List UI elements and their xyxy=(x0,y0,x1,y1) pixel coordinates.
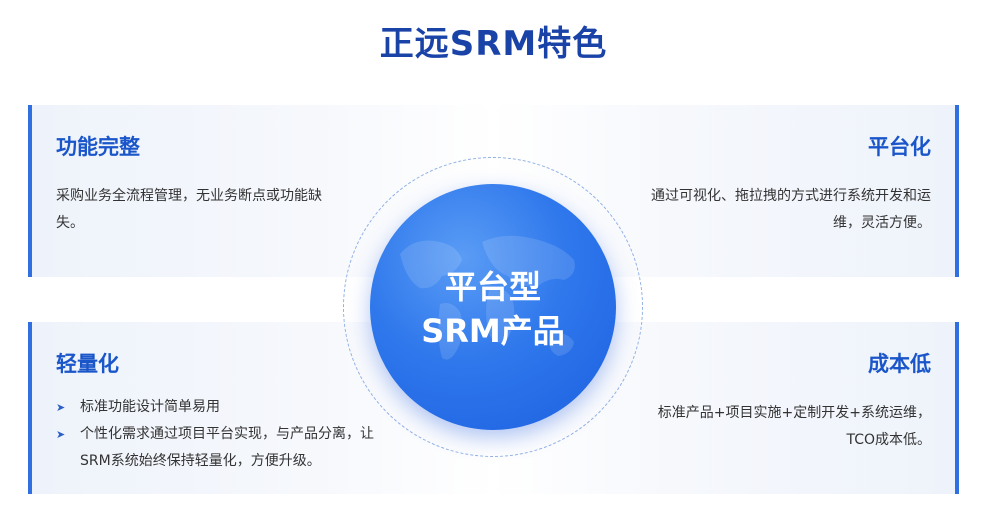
bullet-text: 标准功能设计简单易用 xyxy=(80,399,220,415)
feature-text: 标准产品+项目实施+定制开发+系统运维，TCO成本低。 xyxy=(657,405,931,448)
arrow-right-icon: ➤ xyxy=(56,401,66,414)
world-map-icon xyxy=(400,235,575,360)
feature-text: 采购业务全流程管理，无业务断点或功能缺失。 xyxy=(56,188,322,231)
dashed-ring xyxy=(343,157,643,457)
feature-title: 成本低 xyxy=(868,352,931,376)
list-item: ➤ 标准功能设计简单易用 xyxy=(54,394,374,421)
center-badge: 平台型 SRM产品 xyxy=(370,184,616,430)
feature-title: 轻量化 xyxy=(56,352,119,376)
center-title-line2: SRM产品 xyxy=(421,312,565,350)
feature-title: 平台化 xyxy=(868,135,931,159)
arrow-right-icon: ➤ xyxy=(56,428,66,441)
list-item: ➤ 个性化需求通过项目平台实现，与产品分离，让SRM系统始终保持轻量化，方便升级… xyxy=(54,421,374,475)
bullet-text: 个性化需求通过项目平台实现，与产品分离，让SRM系统始终保持轻量化，方便升级。 xyxy=(80,426,374,469)
feature-bullet-list: ➤ 标准功能设计简单易用 ➤ 个性化需求通过项目平台实现，与产品分离，让SRM系… xyxy=(54,394,374,475)
feature-text: 通过可视化、拖拉拽的方式进行系统开发和运维，灵活方便。 xyxy=(651,188,931,231)
page-title: 正远SRM特色 xyxy=(379,24,608,64)
feature-title: 功能完整 xyxy=(56,135,140,159)
center-title-line1: 平台型 xyxy=(444,268,541,306)
